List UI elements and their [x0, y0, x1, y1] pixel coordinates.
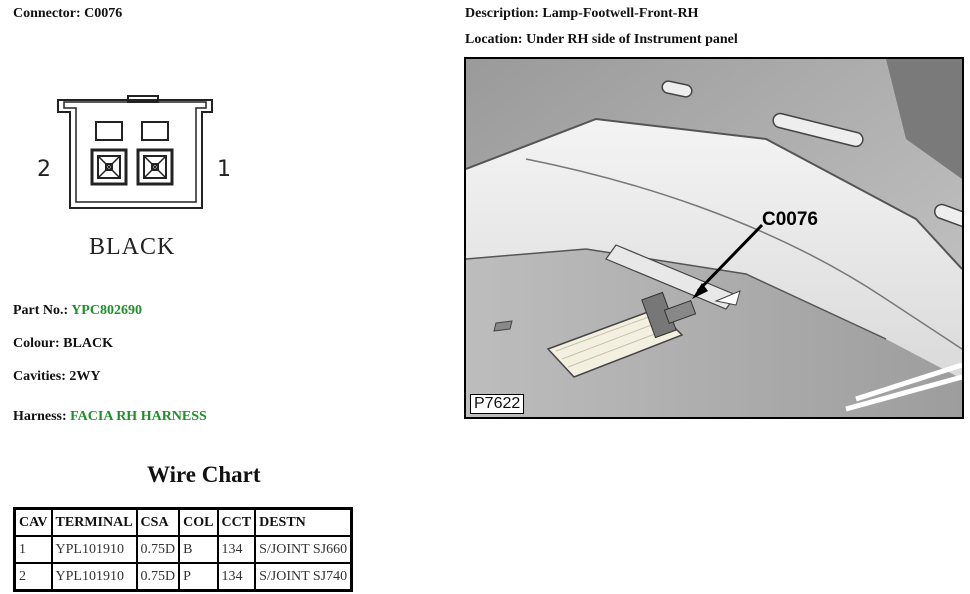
cell-terminal: YPL101910	[50, 535, 138, 564]
connector-outline-icon	[57, 95, 213, 209]
location-illustration: C0076 P7622	[464, 57, 964, 419]
instrument-panel-illustration	[466, 59, 962, 417]
cavities-label: Cavities:	[13, 369, 66, 384]
part-no-field: Part No.: YPC802690	[13, 303, 142, 319]
cell-cct: 134	[216, 562, 257, 592]
description-field: Description: Lamp-Footwell-Front-RH	[465, 6, 698, 22]
cavities-value: 2WY	[69, 369, 101, 384]
pin-number-left: 2	[37, 157, 51, 182]
connector-field: Connector: C0076	[13, 6, 122, 22]
pin-number-right: 1	[217, 157, 231, 182]
cell-destn: S/JOINT SJ740	[254, 562, 353, 592]
colour-value: BLACK	[63, 336, 113, 351]
wire-chart-table: CAV TERMINAL CSA COL CCT DESTN 1 YPL1019…	[13, 507, 354, 592]
cell-cav: 1	[13, 535, 53, 564]
connector-label: Connector:	[13, 6, 81, 21]
col-header-terminal: TERMINAL	[50, 507, 138, 537]
part-no-link[interactable]: YPC802690	[71, 303, 142, 318]
cell-cct: 134	[216, 535, 257, 564]
col-header-cav: CAV	[13, 507, 53, 537]
harness-field: Harness: FACIA RH HARNESS	[13, 409, 207, 425]
colour-field: Colour: BLACK	[13, 336, 113, 352]
cell-destn: S/JOINT SJ660	[254, 535, 353, 564]
cell-col: B	[178, 535, 219, 564]
illustration-reference: P7622	[470, 394, 525, 414]
connector-callout: C0076	[762, 209, 818, 230]
table-header-row: CAV TERMINAL CSA COL CCT DESTN	[13, 507, 353, 537]
col-header-col: COL	[178, 507, 219, 537]
description-label: Description:	[465, 6, 539, 21]
cell-csa: 0.75D	[135, 535, 181, 564]
colour-label: Colour:	[13, 336, 60, 351]
location-value: Under RH side of Instrument panel	[526, 32, 738, 47]
cell-col: P	[178, 562, 219, 592]
description-value: Lamp-Footwell-Front-RH	[542, 6, 699, 21]
connector-colour-text: BLACK	[89, 234, 176, 260]
part-no-label: Part No.:	[13, 303, 69, 318]
col-header-destn: DESTN	[254, 507, 353, 537]
col-header-cct: CCT	[216, 507, 257, 537]
cell-cav: 2	[13, 562, 53, 592]
connector-value: C0076	[84, 6, 123, 21]
harness-label: Harness:	[13, 409, 67, 424]
connector-face-diagram	[30, 88, 240, 228]
table-row: 2 YPL101910 0.75D P 134 S/JOINT SJ740	[13, 562, 353, 592]
harness-link[interactable]: FACIA RH HARNESS	[70, 409, 207, 424]
col-header-csa: CSA	[135, 507, 181, 537]
table-row: 1 YPL101910 0.75D B 134 S/JOINT SJ660	[13, 535, 353, 564]
wire-chart-title: Wire Chart	[147, 462, 261, 487]
location-field: Location: Under RH side of Instrument pa…	[465, 32, 738, 48]
cavities-field: Cavities: 2WY	[13, 369, 101, 385]
location-label: Location:	[465, 32, 523, 47]
cell-csa: 0.75D	[135, 562, 181, 592]
cell-terminal: YPL101910	[50, 562, 138, 592]
